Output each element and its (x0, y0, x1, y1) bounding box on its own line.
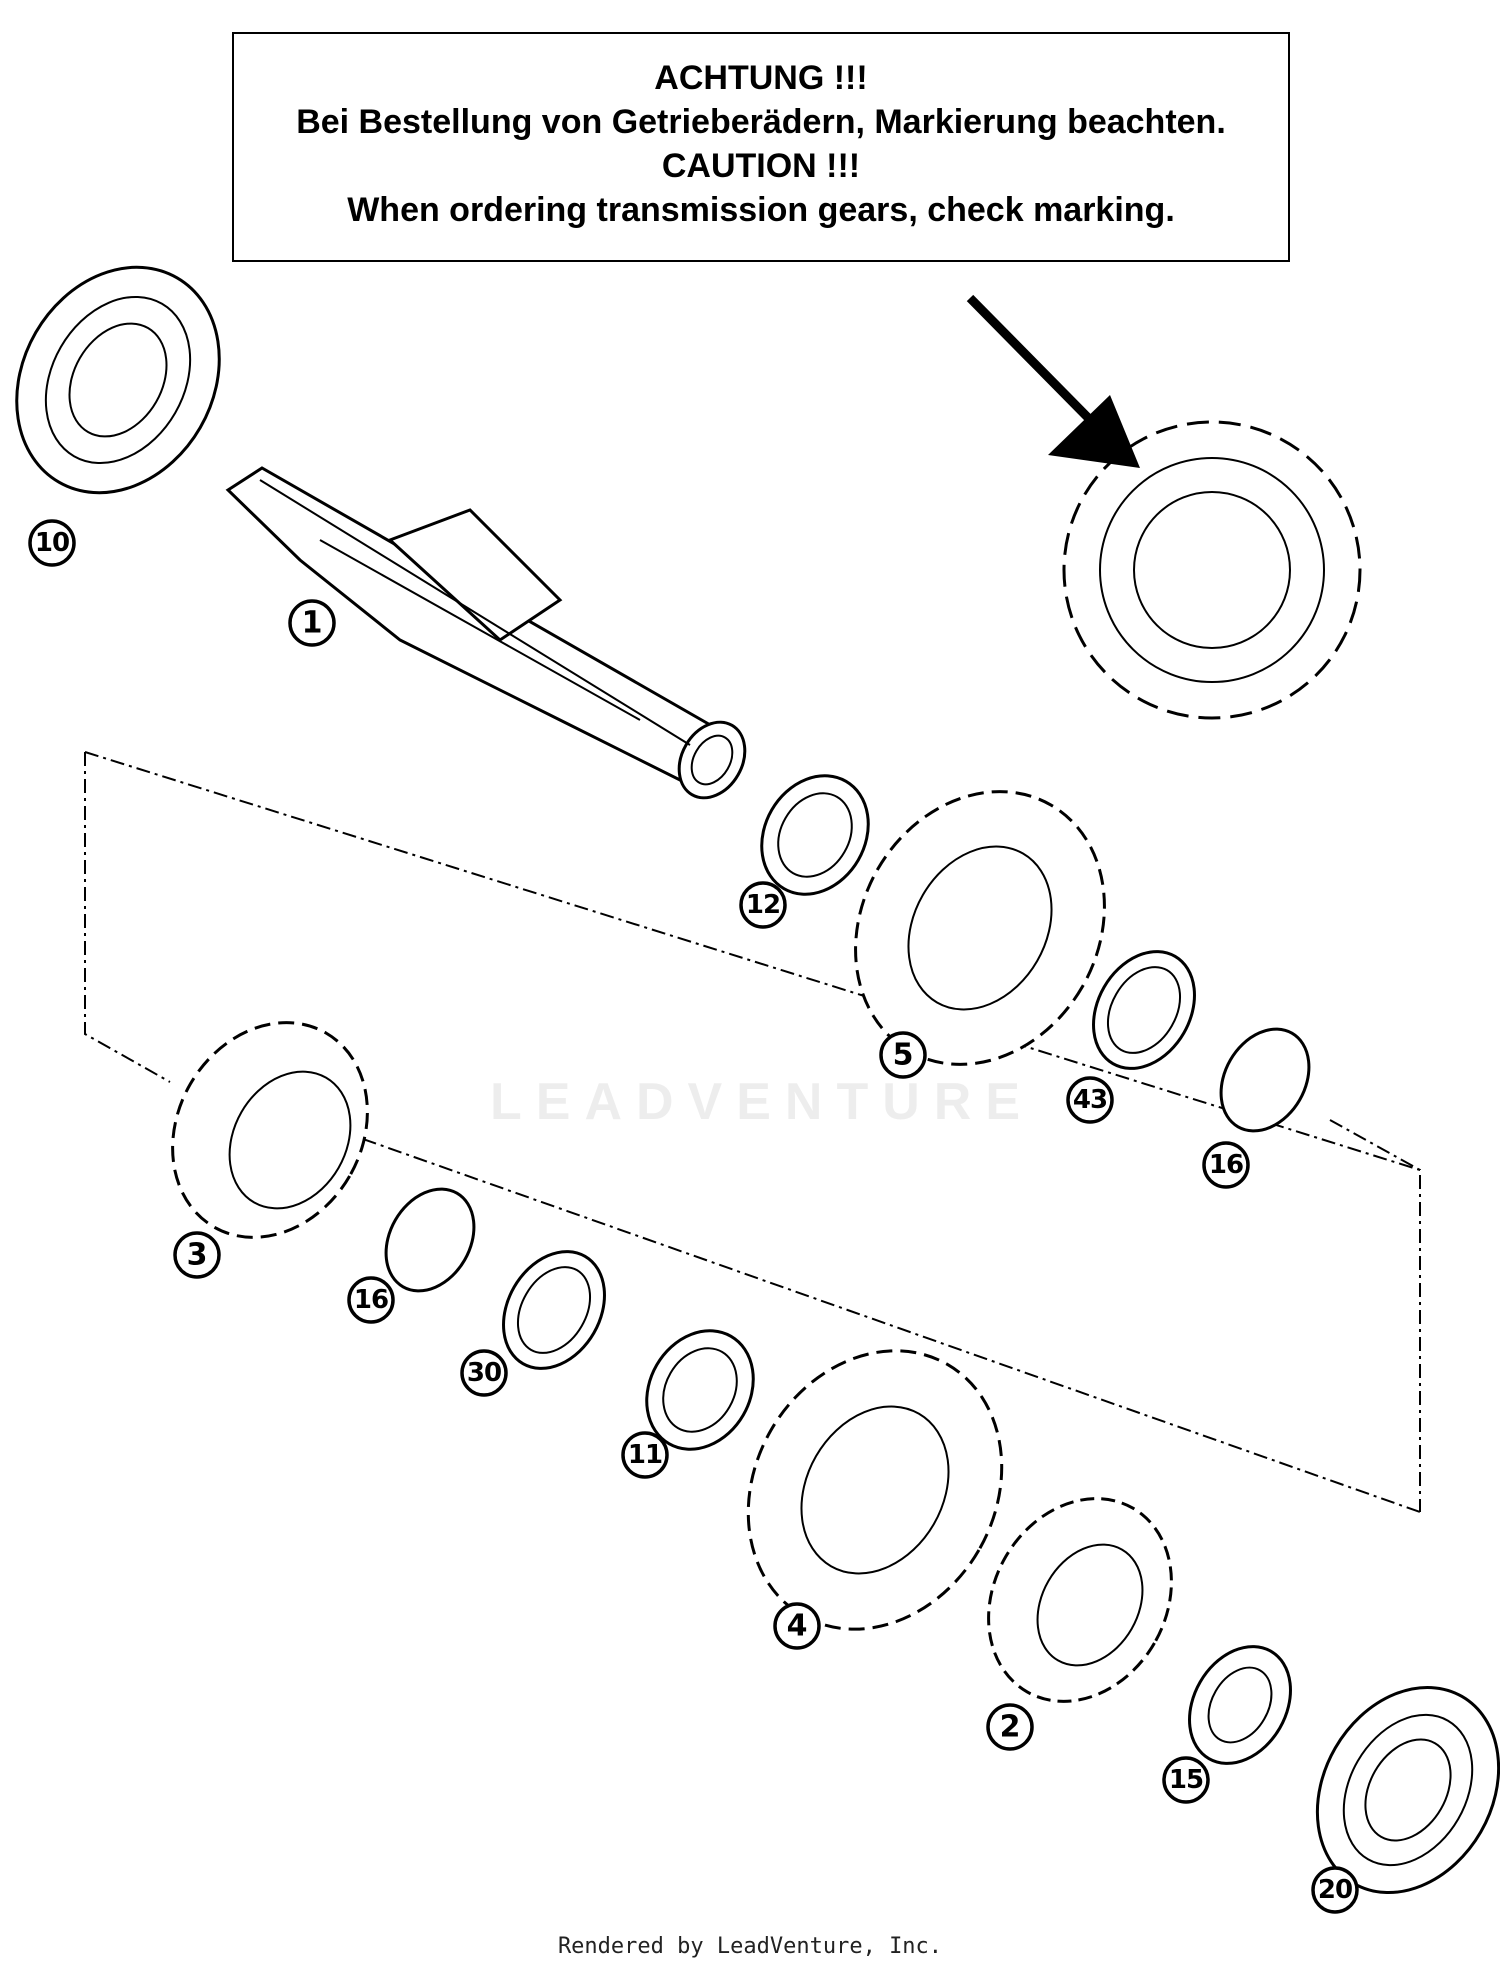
svg-text:15: 15 (1169, 1765, 1203, 1795)
svg-text:4: 4 (787, 1609, 808, 1644)
callout-20: 20 (1311, 1866, 1359, 1914)
circlip-16-left (384, 1187, 476, 1293)
gear-5 (854, 790, 1106, 1066)
needle-bearing-12 (760, 774, 870, 896)
notice-text-de: Bei Bestellung von Getrieberädern, Marki… (296, 103, 1226, 141)
callout-4: 4 (773, 1602, 821, 1650)
callout-1: 1 (288, 599, 336, 647)
gear-4 (746, 1349, 1004, 1631)
callout-15: 15 (1162, 1756, 1210, 1804)
main-shaft-1 (225, 466, 747, 800)
washer-15 (1188, 1645, 1292, 1765)
notice-text-en: When ordering transmission gears, check … (347, 191, 1175, 229)
gear-3 (171, 1021, 369, 1239)
assembly-outline-top (84, 751, 1421, 1171)
footer-credit: Rendered by LeadVenture, Inc. (557, 1934, 943, 1959)
callout-12: 12 (739, 881, 787, 929)
svg-text:16: 16 (1209, 1150, 1243, 1180)
svg-text:10: 10 (35, 528, 69, 558)
circlip-16-right (1219, 1027, 1311, 1133)
leadventure-watermark: LEADVENTURE (490, 1073, 1035, 1131)
callout-3: 3 (173, 1231, 221, 1279)
callout-10: 10 (28, 519, 76, 567)
svg-text:5: 5 (893, 1038, 914, 1073)
callout-16-right: 16 (1202, 1141, 1250, 1189)
gear-2 (987, 1497, 1173, 1703)
callout-11: 11 (621, 1431, 669, 1479)
svg-text:43: 43 (1073, 1085, 1107, 1115)
callout-5: 5 (879, 1031, 927, 1079)
washer-43 (1092, 950, 1196, 1070)
callout-2: 2 (986, 1703, 1034, 1751)
svg-text:20: 20 (1318, 1875, 1352, 1905)
svg-text:11: 11 (628, 1440, 662, 1470)
svg-text:2: 2 (1000, 1710, 1021, 1745)
svg-text:3: 3 (187, 1238, 208, 1273)
notice-heading-de: ACHTUNG !!! (654, 59, 868, 97)
notice-heading-en: CAUTION !!! (661, 147, 861, 185)
washer-30 (502, 1250, 606, 1370)
callout-16-left: 16 (347, 1276, 395, 1324)
svg-text:16: 16 (354, 1285, 388, 1315)
callout-43: 43 (1066, 1076, 1114, 1124)
callout-30: 30 (460, 1349, 508, 1397)
marking-arrow (966, 294, 1140, 468)
assembly-outline (84, 752, 171, 1083)
marking-detail-gear (1062, 420, 1362, 720)
bearing-10 (15, 265, 221, 495)
caution-notice-box: ACHTUNG !!! Bei Bestellung von Getrieber… (232, 32, 1290, 262)
assembly-outline-bottom (209, 1084, 1421, 1513)
svg-text:1: 1 (302, 606, 323, 641)
assembly-outline-right (1329, 1119, 1421, 1512)
needle-bearing-11 (645, 1329, 755, 1451)
svg-text:30: 30 (467, 1358, 501, 1388)
svg-text:12: 12 (746, 890, 780, 920)
